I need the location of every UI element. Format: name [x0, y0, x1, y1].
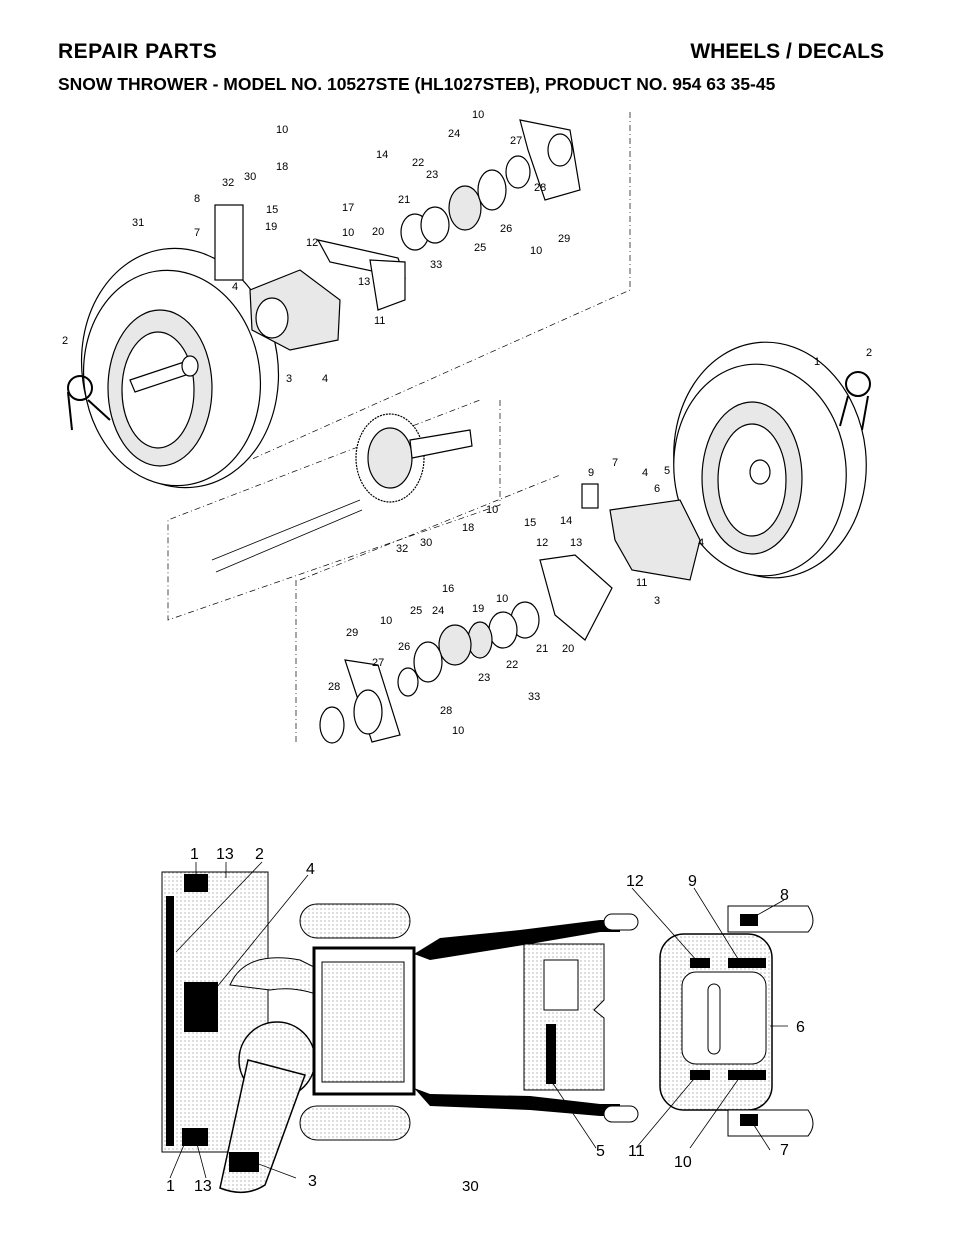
- callout: 27: [372, 657, 384, 669]
- section-title: WHEELS / DECALS: [690, 40, 884, 63]
- decal-callout: 13: [216, 846, 234, 863]
- callout: 10: [530, 245, 542, 257]
- upper-gear-cluster: [316, 119, 581, 311]
- callout: 21: [398, 194, 410, 206]
- callout: 26: [398, 641, 410, 653]
- callout: 20: [562, 643, 574, 655]
- callout: 22: [506, 659, 518, 671]
- decal-callout: 9: [688, 873, 697, 890]
- callout: 33: [528, 691, 540, 703]
- callout: 10: [342, 227, 354, 239]
- axle-gear: [211, 413, 473, 573]
- callout: 11: [374, 315, 385, 327]
- page-number: 30: [462, 1178, 479, 1195]
- callout: 10: [276, 124, 288, 136]
- decal-callout: 2: [255, 846, 264, 863]
- exploded-view: 10 18 30 32 8 15 19 17 10 7 31 14 22 23 …: [62, 109, 872, 745]
- callout: 6: [654, 483, 660, 495]
- callout: 16: [442, 583, 454, 595]
- decal-callout: 4: [306, 861, 315, 878]
- callout: 13: [570, 537, 582, 549]
- callout: 8: [194, 193, 200, 205]
- lynch-pin-right: [839, 371, 871, 431]
- decal-callout: 7: [780, 1142, 789, 1159]
- right-wheel: [673, 341, 867, 579]
- decal-callout: 13: [194, 1178, 212, 1195]
- callout: 28: [440, 705, 452, 717]
- callout: 15: [266, 204, 278, 216]
- callout: 19: [472, 603, 484, 615]
- callout: 4: [698, 537, 704, 549]
- decal-callout: 1: [190, 846, 199, 863]
- callout: 27: [510, 135, 522, 147]
- callout: 25: [410, 605, 422, 617]
- callout: 20: [372, 226, 384, 238]
- callout: 10: [380, 615, 392, 627]
- decal-callout: 6: [796, 1019, 805, 1036]
- callout: 10: [486, 504, 498, 516]
- callout: 22: [412, 157, 424, 169]
- callout: 7: [612, 457, 618, 469]
- callout: 30: [420, 537, 432, 549]
- decal-callout: 3: [308, 1173, 317, 1190]
- callout: 10: [452, 725, 464, 737]
- callout: 32: [396, 543, 408, 555]
- callout: 28: [328, 681, 340, 693]
- callout: 4: [232, 281, 238, 293]
- callout: 21: [536, 643, 548, 655]
- callout: 30: [244, 171, 256, 183]
- upper-housing: [214, 204, 341, 351]
- callout: 14: [560, 515, 572, 527]
- decal-callout: 8: [780, 887, 789, 904]
- callout: 25: [474, 242, 486, 254]
- decal-callout: 1: [166, 1178, 175, 1195]
- callout: 31: [132, 217, 144, 229]
- callout: 7: [194, 227, 200, 239]
- callout: 19: [265, 221, 277, 233]
- callout: 4: [642, 467, 648, 479]
- decal-view: 1 13 2 4 12 9 8 6 7 10 11 5 3 13 1: [161, 846, 814, 1195]
- callout: 29: [558, 233, 570, 245]
- callout: 13: [358, 276, 370, 288]
- callout: 5: [664, 465, 670, 477]
- callout: 10: [496, 593, 508, 605]
- lynch-pin-left: [67, 375, 111, 431]
- callout: 4: [322, 373, 328, 385]
- callout: 32: [222, 177, 234, 189]
- callout: 23: [478, 672, 490, 684]
- decal-callout: 10: [674, 1154, 692, 1171]
- callout: 33: [430, 259, 442, 271]
- lower-gear-cluster: [319, 601, 540, 744]
- callout: 2: [62, 335, 68, 347]
- decal-callout: 5: [596, 1143, 605, 1160]
- callout: 18: [462, 522, 474, 534]
- callout: 18: [276, 161, 288, 173]
- callout: 12: [536, 537, 548, 549]
- page-title: REPAIR PARTS: [58, 40, 218, 63]
- callout: 24: [448, 128, 460, 140]
- callout: 23: [426, 169, 438, 181]
- callout: 17: [342, 202, 354, 214]
- callout: 1: [814, 356, 820, 368]
- callout: 11: [636, 577, 647, 589]
- callout: 24: [432, 605, 444, 617]
- callout: 29: [346, 627, 358, 639]
- callout: 28: [534, 182, 546, 194]
- left-wheel: [80, 247, 280, 489]
- decal-callout: 11: [628, 1143, 645, 1160]
- callout: 2: [866, 347, 872, 359]
- callout: 10: [472, 109, 484, 121]
- callout: 9: [588, 467, 594, 479]
- callout: 3: [654, 595, 660, 607]
- model-subtitle: SNOW THROWER - MODEL NO. 10527STE (HL102…: [58, 74, 776, 94]
- callout: 15: [524, 517, 536, 529]
- callout: 12: [306, 237, 318, 249]
- callout: 26: [500, 223, 512, 235]
- callout: 3: [286, 373, 292, 385]
- decal-callout: 12: [626, 873, 644, 890]
- callout-labels: 10 18 30 32 8 15 19 17 10 7 31 14 22 23 …: [62, 109, 872, 737]
- lower-housing: [539, 483, 701, 641]
- callout: 14: [376, 149, 388, 161]
